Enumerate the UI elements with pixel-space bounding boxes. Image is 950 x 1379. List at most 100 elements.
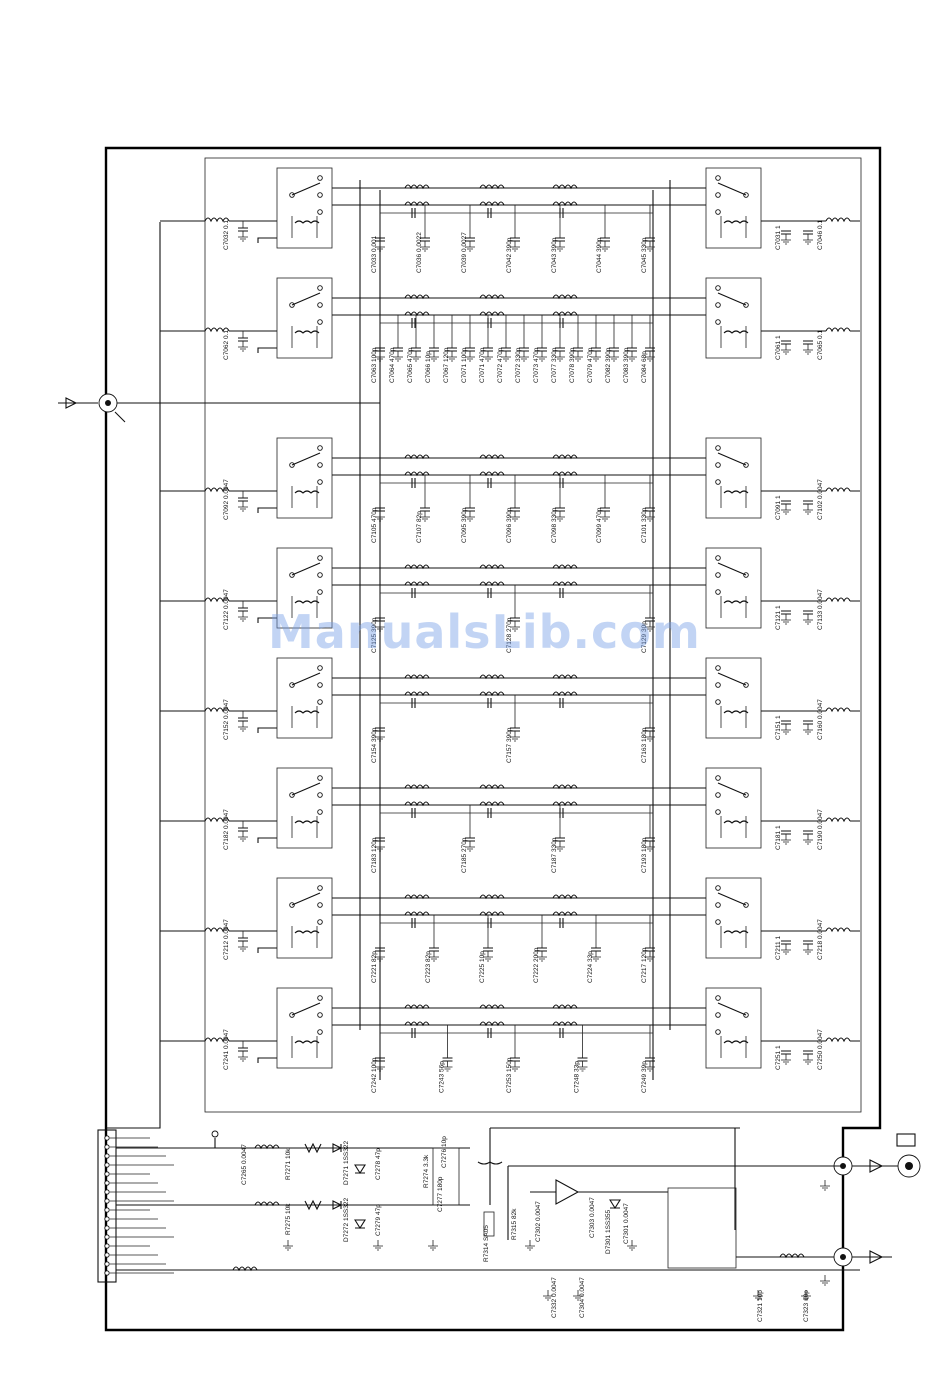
cap-label-row1-1: C7033 0.001 [371,235,378,273]
cap-label-row3-4: C7096 390p [506,507,513,543]
cap-label-row7-6: C7217 120p [641,947,648,983]
connector-strip [97,1129,174,1283]
right-cap-label-5: C7151 1 [775,715,782,740]
right-cap-label-8: C7251 1 [775,1045,782,1070]
right-cap2-label-3: C7102 0.0047 [817,479,824,520]
cap-label-row6-2: C7185 270p [461,837,468,873]
left-cap-label-7: C7212 0.0047 [223,919,230,960]
bottom-label-12: R7315 82k [511,1208,518,1240]
cap-label-row2-1: C7063 100p [371,347,378,383]
bottom-label-18: C7304 0.0047 [579,1277,586,1318]
bottom-label-6: C7278 47p [375,1148,382,1180]
antenna-connector-right [833,1133,921,1267]
cap-label-row1-4: C7042 390p [506,237,513,273]
bottom-label-2: R7271 10k [285,1148,292,1180]
filter-row-3 [160,437,860,522]
cap-label-row8-3: C7253 150p [506,1057,513,1093]
left-bus [106,222,161,1129]
component-labels: C7033 0.001 C7036 0.0022 C7039 0.0027 C7042… [223,220,824,1322]
right-cap2-label-5: C7160 0.0047 [817,699,824,740]
cap-label-row2-13: C7079 470p [587,347,594,383]
left-cap-label-4: C7122 0.0047 [223,589,230,630]
bottom-label-16: C7301 0.0047 [623,1203,630,1244]
cap-label-row5-3: C7163 180p [641,727,648,763]
bottom-label-5: D7272 1SS322 [343,1198,350,1242]
cap-label-row8-4: C7248 33p [574,1061,581,1093]
bottom-label-17: C7332 0.0047 [551,1277,558,1318]
inner-rail [204,157,862,1113]
left-cap-label-6: C7182 0.0047 [223,809,230,850]
filter-row-7 [160,877,860,962]
right-cap2-label-6: C7190 0.0047 [817,809,824,850]
cap-label-row1-7: C7045 330p [641,237,648,273]
cap-label-row3-6: C7099 470p [596,507,603,543]
bottom-label-8: R7274 3.3k [423,1154,430,1188]
cap-label-row2-7: C7071 470p [479,347,486,383]
bottom-label-1: C7265 0.0047 [241,1144,248,1185]
cap-label-row5-1: C7154 390p [371,727,378,763]
filter-row-8 [160,987,860,1072]
filter-row-6 [160,767,860,852]
bottom-label-20: C7323 10p [803,1290,810,1322]
filter-row-2 [160,277,860,362]
right-cap-label-3: C7091 1 [775,495,782,520]
right-cap2-label-7: C7218 0.0047 [817,919,824,960]
cap-label-row3-5: C7098 330p [551,507,558,543]
cap-label-row7-5: C7224 33p [587,951,594,983]
filter-row-4 [160,547,860,632]
bottom-label-11: R7314 SA05 [483,1225,490,1262]
right-cap-label-1: C7031 1 [775,225,782,250]
right-cap-label-2: C7061 1 [775,335,782,360]
left-cap-label-8: C7241 0.0047 [223,1029,230,1070]
cap-label-row2-8: C7072 470p [497,347,504,383]
bottom-label-14: C7303 0.0047 [589,1197,596,1238]
cap-label-row6-4: C7193 180p [641,837,648,873]
cap-label-row2-6: C7071 100p [461,347,468,383]
bottom-label-9: C7276 10p [441,1136,448,1168]
left-cap-label-3: C7092 0.0047 [223,479,230,520]
filter-row-1 [160,167,860,252]
filter-rows [160,167,860,1072]
cap-label-row1-6: C7044 390p [596,237,603,273]
cap-label-row4-3: C7129 30p [641,621,648,653]
cap-label-row2-5: C7067 120p [443,347,450,383]
cap-label-row1-5: C7043 390p [551,237,558,273]
bottom-label-3: R7275 10k [285,1203,292,1235]
left-cap-label-1: C7032 0.1 [223,220,230,250]
cap-label-row8-2: C7243 56p [439,1061,446,1093]
left-cap-label-2: C7062 0.1 [223,330,230,360]
board-outline [104,146,882,1332]
cap-label-row1-3: C7039 0.0027 [461,232,468,273]
bottom-label-19: C7321 10p [757,1290,764,1322]
filter-row-5 [160,657,860,742]
cap-label-row3-3: C7095 390p [461,507,468,543]
cap-label-row7-2: C7223 82p [425,951,432,983]
bottom-label-7: C7279 47p [375,1204,382,1236]
bottom-label-10: C7277 180p [437,1176,444,1212]
right-cap2-label-2: C7065 0.1 [817,330,824,360]
cap-label-row6-3: C7187 330p [551,837,558,873]
cap-label-row2-14: C7082 390p [605,347,612,383]
cap-label-row2-3: C7065 470p [407,347,414,383]
cap-label-row4-1: C7125 390p [371,617,378,653]
cap-label-row5-2: C7157 390p [506,727,513,763]
cap-label-row8-5: C7249 39p [641,1061,648,1093]
cap-label-row6-1: C7183 120p [371,837,378,873]
right-cap-label-7: C7211 1 [775,936,782,960]
bottom-control-circuit [116,1127,860,1301]
cap-label-row2-15: C7083 390p [623,347,630,383]
right-cap2-label-1: C7046 0.1 [817,220,824,250]
right-cap2-label-8: C7250 0.0047 [817,1029,824,1070]
cap-label-row2-11: C7077 330p [551,347,558,383]
cap-label-row7-4: C7222 200p [533,947,540,983]
antenna-connector-left [58,393,380,423]
cap-label-row2-12: C7078 390p [569,347,576,383]
cap-label-row2-2: C7064 470p [389,347,396,383]
bottom-label-15: D7301 1SS355 [605,1210,612,1254]
cap-label-row7-1: C7221 82p [371,951,378,983]
cap-label-row7-3: C7225 10p [479,951,486,983]
cap-label-row1-2: C7036 0.0022 [416,232,423,273]
bottom-label-4: D7271 1SS322 [343,1141,350,1185]
cap-label-row8-1: C7242 100p [371,1057,378,1093]
